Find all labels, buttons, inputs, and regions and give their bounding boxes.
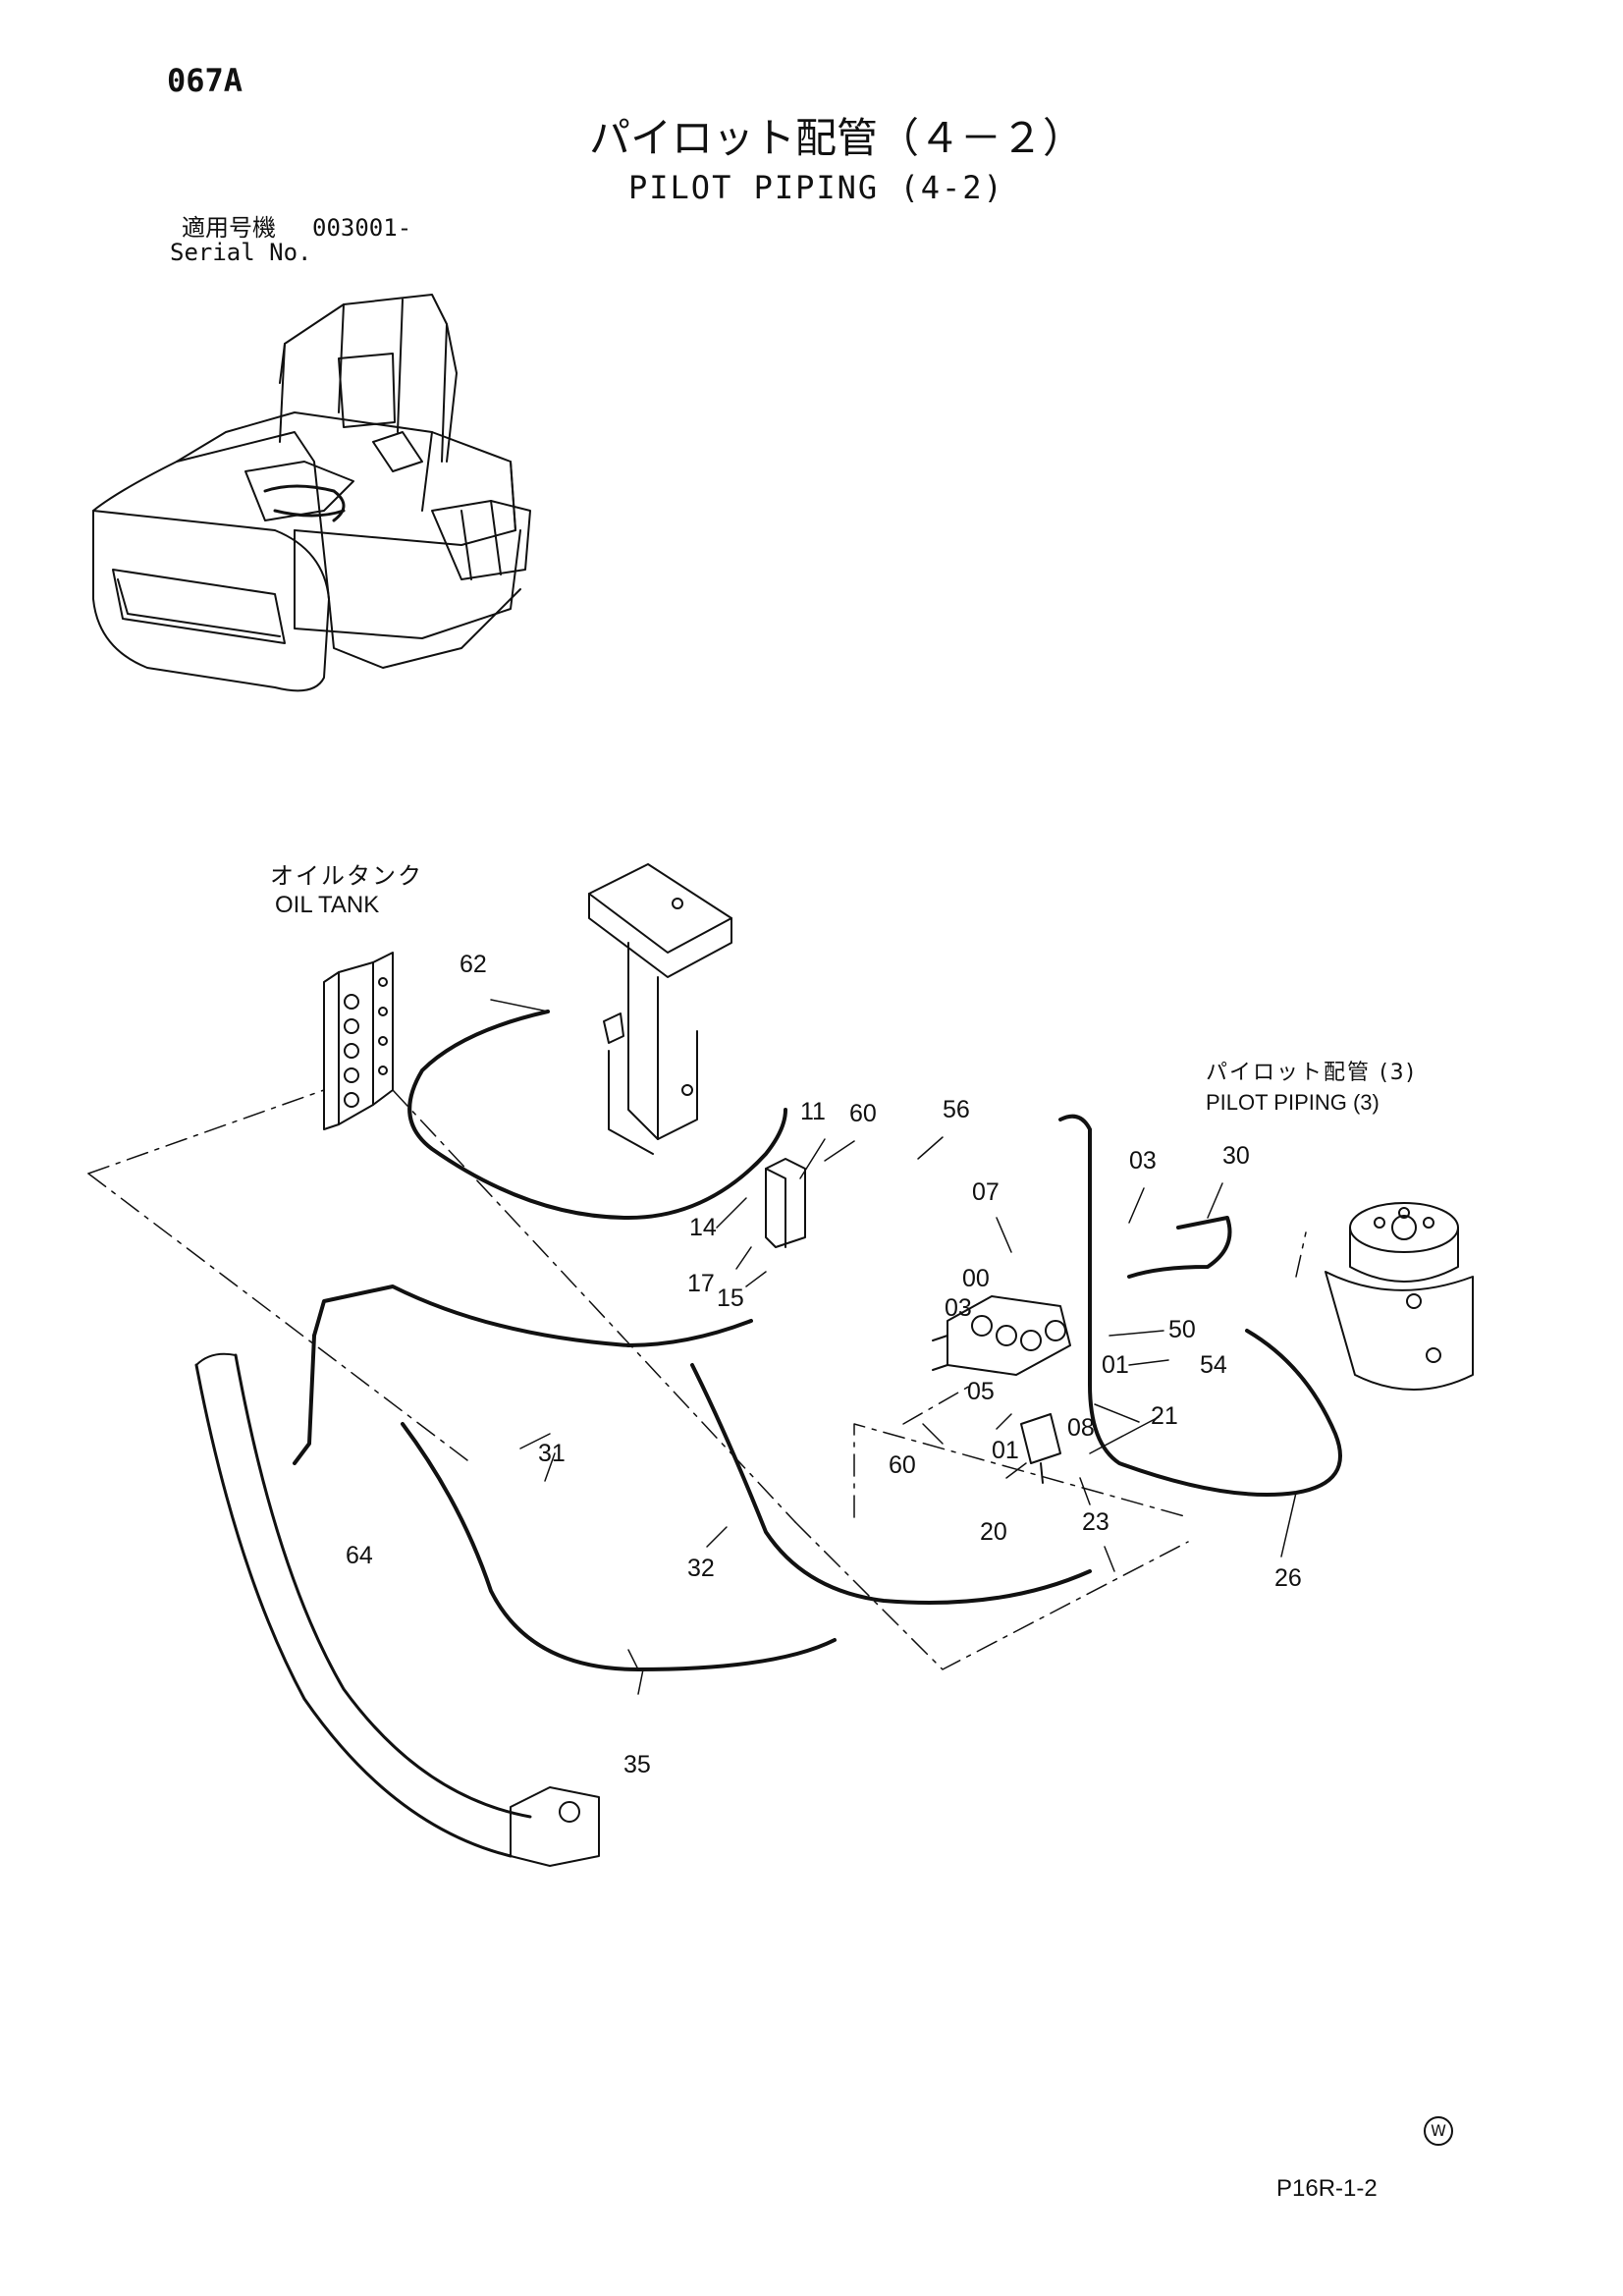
part-num-60-lower: 60	[889, 1451, 916, 1479]
pilot-piping-3-label-en: PILOT PIPING (3)	[1206, 1090, 1380, 1115]
part-num-00: 00	[962, 1265, 990, 1292]
pilot-valve-block-drawing	[932, 1295, 1071, 1376]
part-num-05: 05	[967, 1378, 995, 1405]
part-num-50: 50	[1168, 1316, 1196, 1343]
pipe-62	[407, 1010, 787, 1220]
swing-manifold-block-drawing	[765, 1158, 806, 1248]
oil-tank-label-ja: オイルタンク	[270, 862, 423, 890]
pipe-26	[1058, 1114, 1342, 1497]
pipe-31	[312, 1285, 753, 1347]
part-num-15: 15	[717, 1285, 744, 1312]
control-valve-pipe-drawing	[194, 1352, 600, 1867]
part-num-01-lower: 01	[992, 1437, 1019, 1464]
pipe-35	[401, 1422, 837, 1671]
pipe-32	[690, 1363, 1092, 1605]
leader-lines	[490, 999, 1297, 1695]
part-num-17: 17	[687, 1270, 715, 1297]
page-code: 067A	[167, 62, 243, 99]
part-num-08: 08	[1067, 1414, 1095, 1442]
oil-tank-bracket-drawing	[323, 952, 394, 1130]
part-num-03-lower: 03	[945, 1294, 972, 1322]
part-num-03-upper: 03	[1129, 1147, 1157, 1175]
part-num-14: 14	[689, 1214, 717, 1241]
serial-label-en: Serial No.	[170, 239, 312, 266]
reference-dash-lines	[87, 1089, 1307, 1670]
swivel-joint-drawing	[1325, 1202, 1474, 1391]
pipe-30	[1127, 1216, 1232, 1279]
excavator-overview-drawing	[92, 294, 531, 692]
pipe-64	[293, 1334, 316, 1465]
part-num-20: 20	[980, 1518, 1007, 1546]
watermark-symbol: W	[1424, 2116, 1453, 2146]
page-reference: P16R-1-2	[1276, 2175, 1378, 2202]
pilot-valve-mount-bracket-drawing	[588, 863, 732, 1155]
part-num-56: 56	[943, 1096, 970, 1123]
part-num-11: 11	[800, 1098, 826, 1125]
part-num-01-right: 01	[1102, 1351, 1129, 1379]
serial-value: 003001-	[312, 214, 412, 242]
part-num-07: 07	[972, 1178, 1000, 1206]
part-num-64: 64	[346, 1542, 373, 1569]
part-num-35: 35	[623, 1751, 651, 1778]
part-num-54: 54	[1200, 1351, 1227, 1379]
part-num-21: 21	[1151, 1402, 1178, 1430]
pilot-piping-3-label-ja: パイロット配管 (3)	[1206, 1061, 1417, 1085]
part-num-60: 60	[849, 1100, 877, 1127]
part-num-30: 30	[1222, 1142, 1250, 1170]
part-num-62: 62	[460, 951, 487, 978]
oil-tank-label-en: OIL TANK	[275, 892, 380, 918]
page-title-ja: パイロット配管（４－２）	[589, 114, 1085, 162]
part-num-31: 31	[538, 1440, 566, 1467]
part-num-26: 26	[1274, 1564, 1302, 1592]
part-num-23: 23	[1082, 1508, 1109, 1536]
serial-label-ja: 適用号機	[182, 214, 276, 242]
page-title-en: PILOT PIPING (4-2)	[628, 169, 1004, 206]
swing-manifold-block-face	[765, 1168, 786, 1248]
shuttle-valve-drawing	[1020, 1413, 1061, 1484]
part-number-labels: 62 11 60 56 07 03 30 14 17 15 00 03 50 0…	[346, 951, 1302, 1778]
part-num-32: 32	[687, 1555, 715, 1582]
